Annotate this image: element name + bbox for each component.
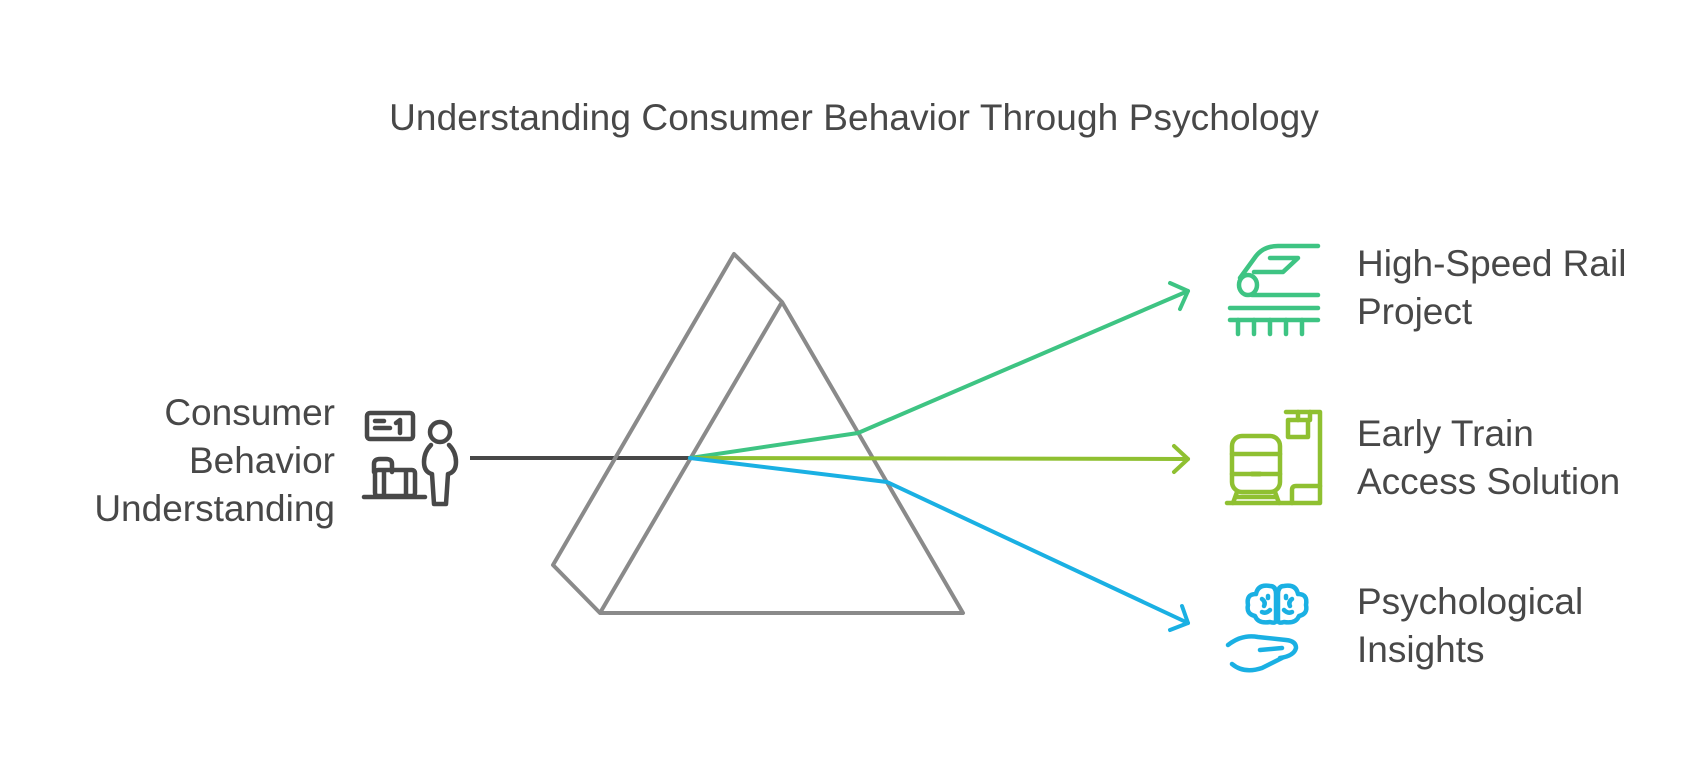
source-label-line: Behavior [188, 440, 335, 481]
output-label-line: Project [1357, 291, 1473, 332]
output-label-line: Insights [1357, 629, 1485, 670]
arrowhead [1172, 444, 1190, 474]
beam-high-speed-rail [688, 281, 1190, 460]
high-speed-train-icon [1227, 243, 1321, 337]
train-station-icon [1224, 409, 1323, 506]
output-label-line: Access Solution [1357, 461, 1621, 502]
output-label-high-speed-rail: High-Speed Rail Project [1357, 240, 1626, 336]
output-label-line: High-Speed Rail [1357, 243, 1627, 284]
diagram-title: Understanding Consumer Behavior Through … [389, 97, 1319, 138]
source-label-line: Understanding [94, 488, 335, 529]
arrowhead [1168, 281, 1190, 311]
source-label-line: Consumer [164, 392, 335, 433]
output-label-line: Psychological [1357, 581, 1584, 622]
traveler-with-luggage-icon [361, 410, 459, 507]
beam-psychological-insights [688, 456, 1190, 632]
prism [551, 252, 965, 615]
output-label-psychological-insights: Psychological Insights [1357, 578, 1583, 674]
source-label: Consumer Behavior Understanding [94, 389, 335, 533]
beam-early-train-access [688, 444, 1190, 474]
brain-in-hand-icon [1225, 583, 1309, 673]
output-label-early-train: Early Train Access Solution [1357, 410, 1620, 506]
output-label-line: Early Train [1357, 413, 1534, 454]
arrowhead [1168, 604, 1190, 632]
